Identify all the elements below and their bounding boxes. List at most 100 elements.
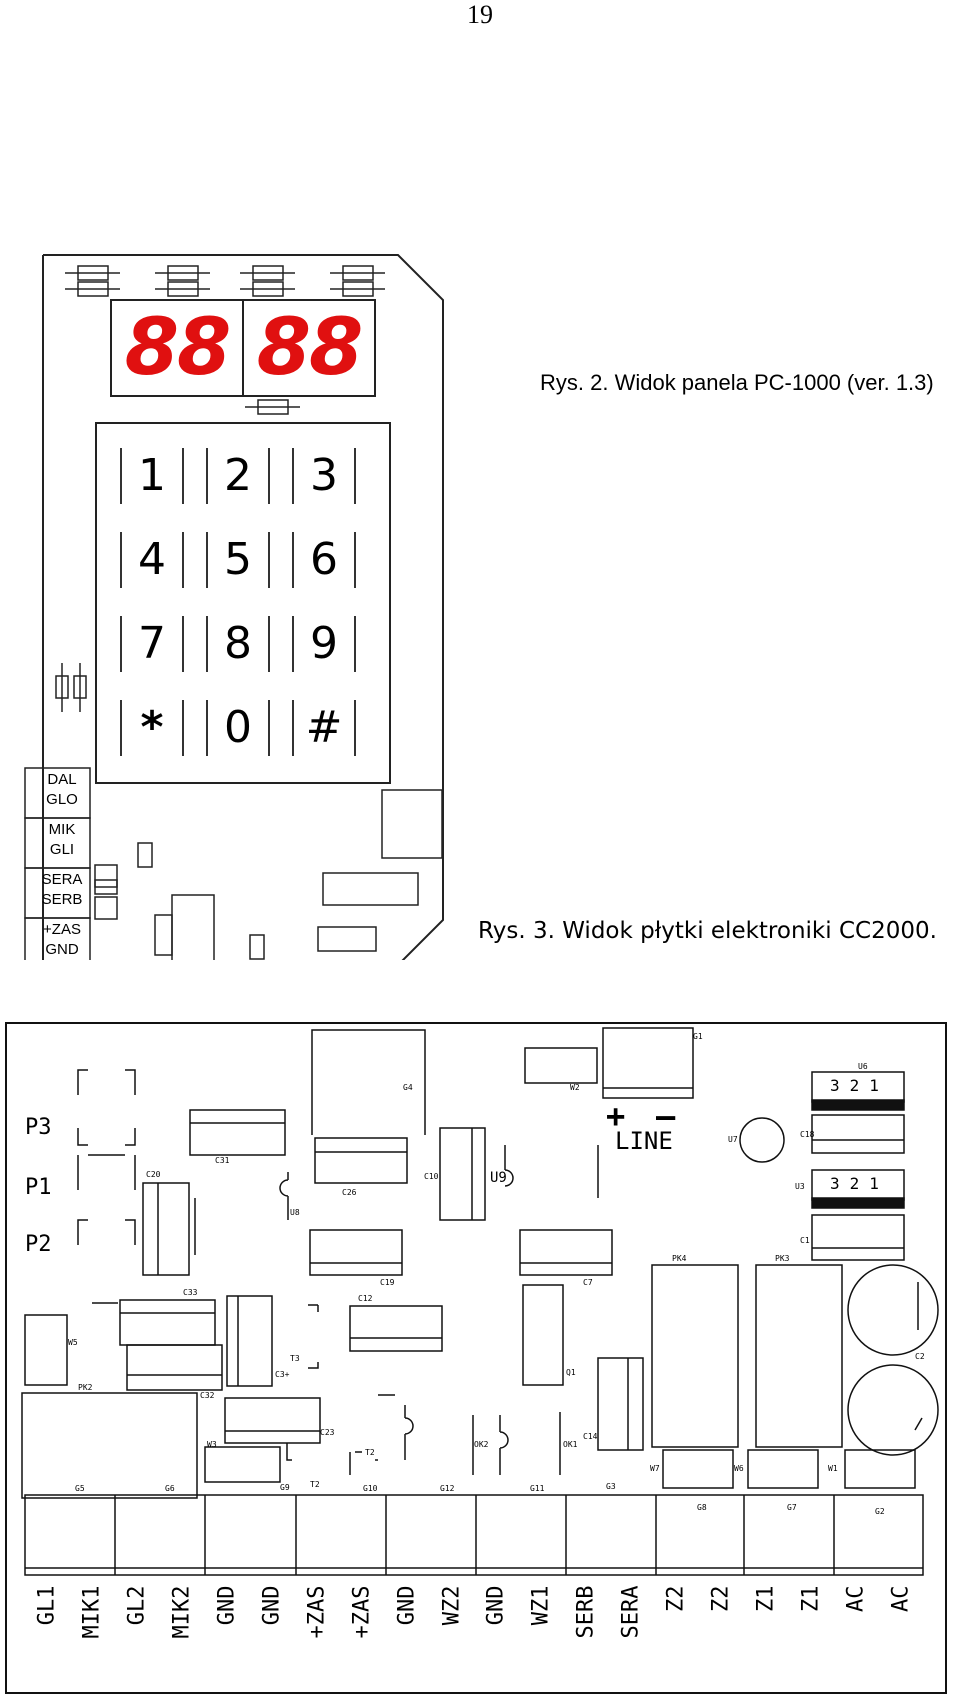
key-3[interactable]: 3: [292, 448, 356, 504]
u6-pin-2: 2: [849, 1076, 870, 1095]
side-label-serb: SERB: [41, 891, 83, 908]
side-label-dal: DAL: [47, 771, 77, 788]
label-g7: G7: [787, 1503, 797, 1512]
label-pk4: PK4: [672, 1254, 687, 1263]
terminal-label: Z1: [753, 1585, 779, 1613]
label-w7: W7: [650, 1464, 660, 1473]
key-9[interactable]: 9: [292, 616, 356, 672]
display-digits-right: 88: [256, 303, 364, 393]
label-c2: C2: [915, 1352, 925, 1361]
label-c10: C10: [424, 1172, 439, 1181]
label-w1: W1: [828, 1464, 838, 1473]
label-c12: C12: [358, 1294, 373, 1303]
terminal-label: Z2: [708, 1585, 734, 1613]
key-0[interactable]: 0: [206, 700, 270, 756]
label-g2: G2: [875, 1507, 885, 1516]
terminal-label: GND: [259, 1585, 285, 1626]
side-label-gnd: GND: [45, 941, 79, 958]
page-number: 19: [467, 0, 493, 29]
side-label-glo: GLO: [46, 791, 78, 808]
u6-pin-3: 3: [830, 1076, 850, 1095]
label-pk2: PK2: [78, 1383, 93, 1392]
label-g1: G1: [693, 1032, 703, 1041]
side-label-sera: SERA: [41, 871, 83, 888]
terminal-label: WZ1: [528, 1585, 554, 1626]
label-w3: W3: [207, 1440, 217, 1449]
u3-pins: 321: [830, 1174, 889, 1193]
label-q1: Q1: [566, 1368, 576, 1377]
button-label-p1: P1: [25, 1175, 52, 1200]
key-8[interactable]: 8: [206, 616, 270, 672]
button-label-p3: P3: [25, 1115, 52, 1140]
side-label-zas: +ZAS: [43, 921, 81, 938]
label-g11: G11: [530, 1484, 545, 1493]
label-u9: U9: [490, 1170, 507, 1186]
label-u6: U6: [858, 1062, 868, 1071]
figure2-caption: Rys. 2. Widok panela PC-1000 (ver. 1.3): [540, 370, 934, 395]
u3-pin-1: 1: [869, 1174, 889, 1193]
u3-pin-2: 2: [849, 1174, 870, 1193]
label-c18: C18: [800, 1130, 815, 1139]
label-pk3: PK3: [775, 1254, 790, 1263]
board-drawing: [5, 1022, 947, 1694]
keypad: 1 2 3 4 5 6 7 8 9 * 0 #: [120, 448, 370, 756]
terminal-label: SERA: [618, 1585, 644, 1639]
side-label-gli: GLI: [49, 841, 75, 858]
terminal-label: SERB: [573, 1585, 599, 1639]
panel-outline: [24, 254, 444, 960]
label-c20: C20: [146, 1170, 161, 1179]
figure3-caption: Rys. 3. Widok płytki elektroniki CC2000.: [478, 918, 937, 944]
u6-pins: 321: [830, 1076, 889, 1095]
key-1[interactable]: 1: [120, 448, 184, 504]
label-g9: G9: [280, 1483, 290, 1492]
key-2[interactable]: 2: [206, 448, 270, 504]
u3-pin-3: 3: [830, 1174, 850, 1193]
key-4[interactable]: 4: [120, 532, 184, 588]
label-c19: C19: [380, 1278, 395, 1287]
label-u8: U8: [290, 1208, 300, 1217]
label-c32: C32: [200, 1391, 215, 1400]
terminal-label: AC: [888, 1585, 914, 1613]
terminal-label: +ZAS: [349, 1585, 375, 1639]
line-minus: –: [656, 1097, 676, 1135]
label-w6: W6: [734, 1464, 744, 1473]
line-label: LINE: [615, 1127, 673, 1155]
label-c31: C31: [215, 1156, 230, 1165]
label-g6: G6: [165, 1484, 175, 1493]
terminal-label: MIK1: [79, 1585, 105, 1639]
terminal-label: MIK2: [169, 1585, 195, 1639]
label-c26: C26: [342, 1188, 357, 1197]
terminal-label: AC: [843, 1585, 869, 1613]
line-plus: +: [606, 1097, 626, 1135]
label-g5: G5: [75, 1484, 85, 1493]
key-6[interactable]: 6: [292, 532, 356, 588]
label-c33: C33: [183, 1288, 198, 1297]
terminal-label: Z2: [663, 1585, 689, 1613]
key-star[interactable]: *: [120, 700, 184, 756]
side-label-dal-glo: DAL GLO: [25, 770, 99, 810]
terminal-label: GND: [394, 1585, 420, 1626]
key-5[interactable]: 5: [206, 532, 270, 588]
label-g8: G8: [697, 1503, 707, 1512]
label-t2b: T2: [365, 1448, 375, 1457]
label-w2: W2: [570, 1083, 580, 1092]
label-g4: G4: [403, 1083, 413, 1092]
terminal-label: +ZAS: [304, 1585, 330, 1639]
label-t2: T2: [310, 1480, 320, 1489]
label-ok1: OK1: [563, 1440, 578, 1449]
key-hash[interactable]: #: [292, 700, 356, 756]
key-7[interactable]: 7: [120, 616, 184, 672]
label-g12: G12: [440, 1484, 455, 1493]
label-u7: U7: [728, 1135, 738, 1144]
button-label-p2: P2: [25, 1232, 52, 1257]
label-c7: C7: [583, 1278, 593, 1287]
label-c1: C1: [800, 1236, 810, 1245]
terminal-label: GND: [214, 1585, 240, 1626]
terminal-label: Z1: [798, 1585, 824, 1613]
side-label-mik: MIK: [48, 821, 76, 838]
terminal-label: GND: [483, 1585, 509, 1626]
side-label-mik-gli: MIK GLI: [25, 820, 99, 860]
side-label-sera-serb: SERA SERB: [25, 870, 99, 910]
label-u3: U3: [795, 1182, 805, 1191]
